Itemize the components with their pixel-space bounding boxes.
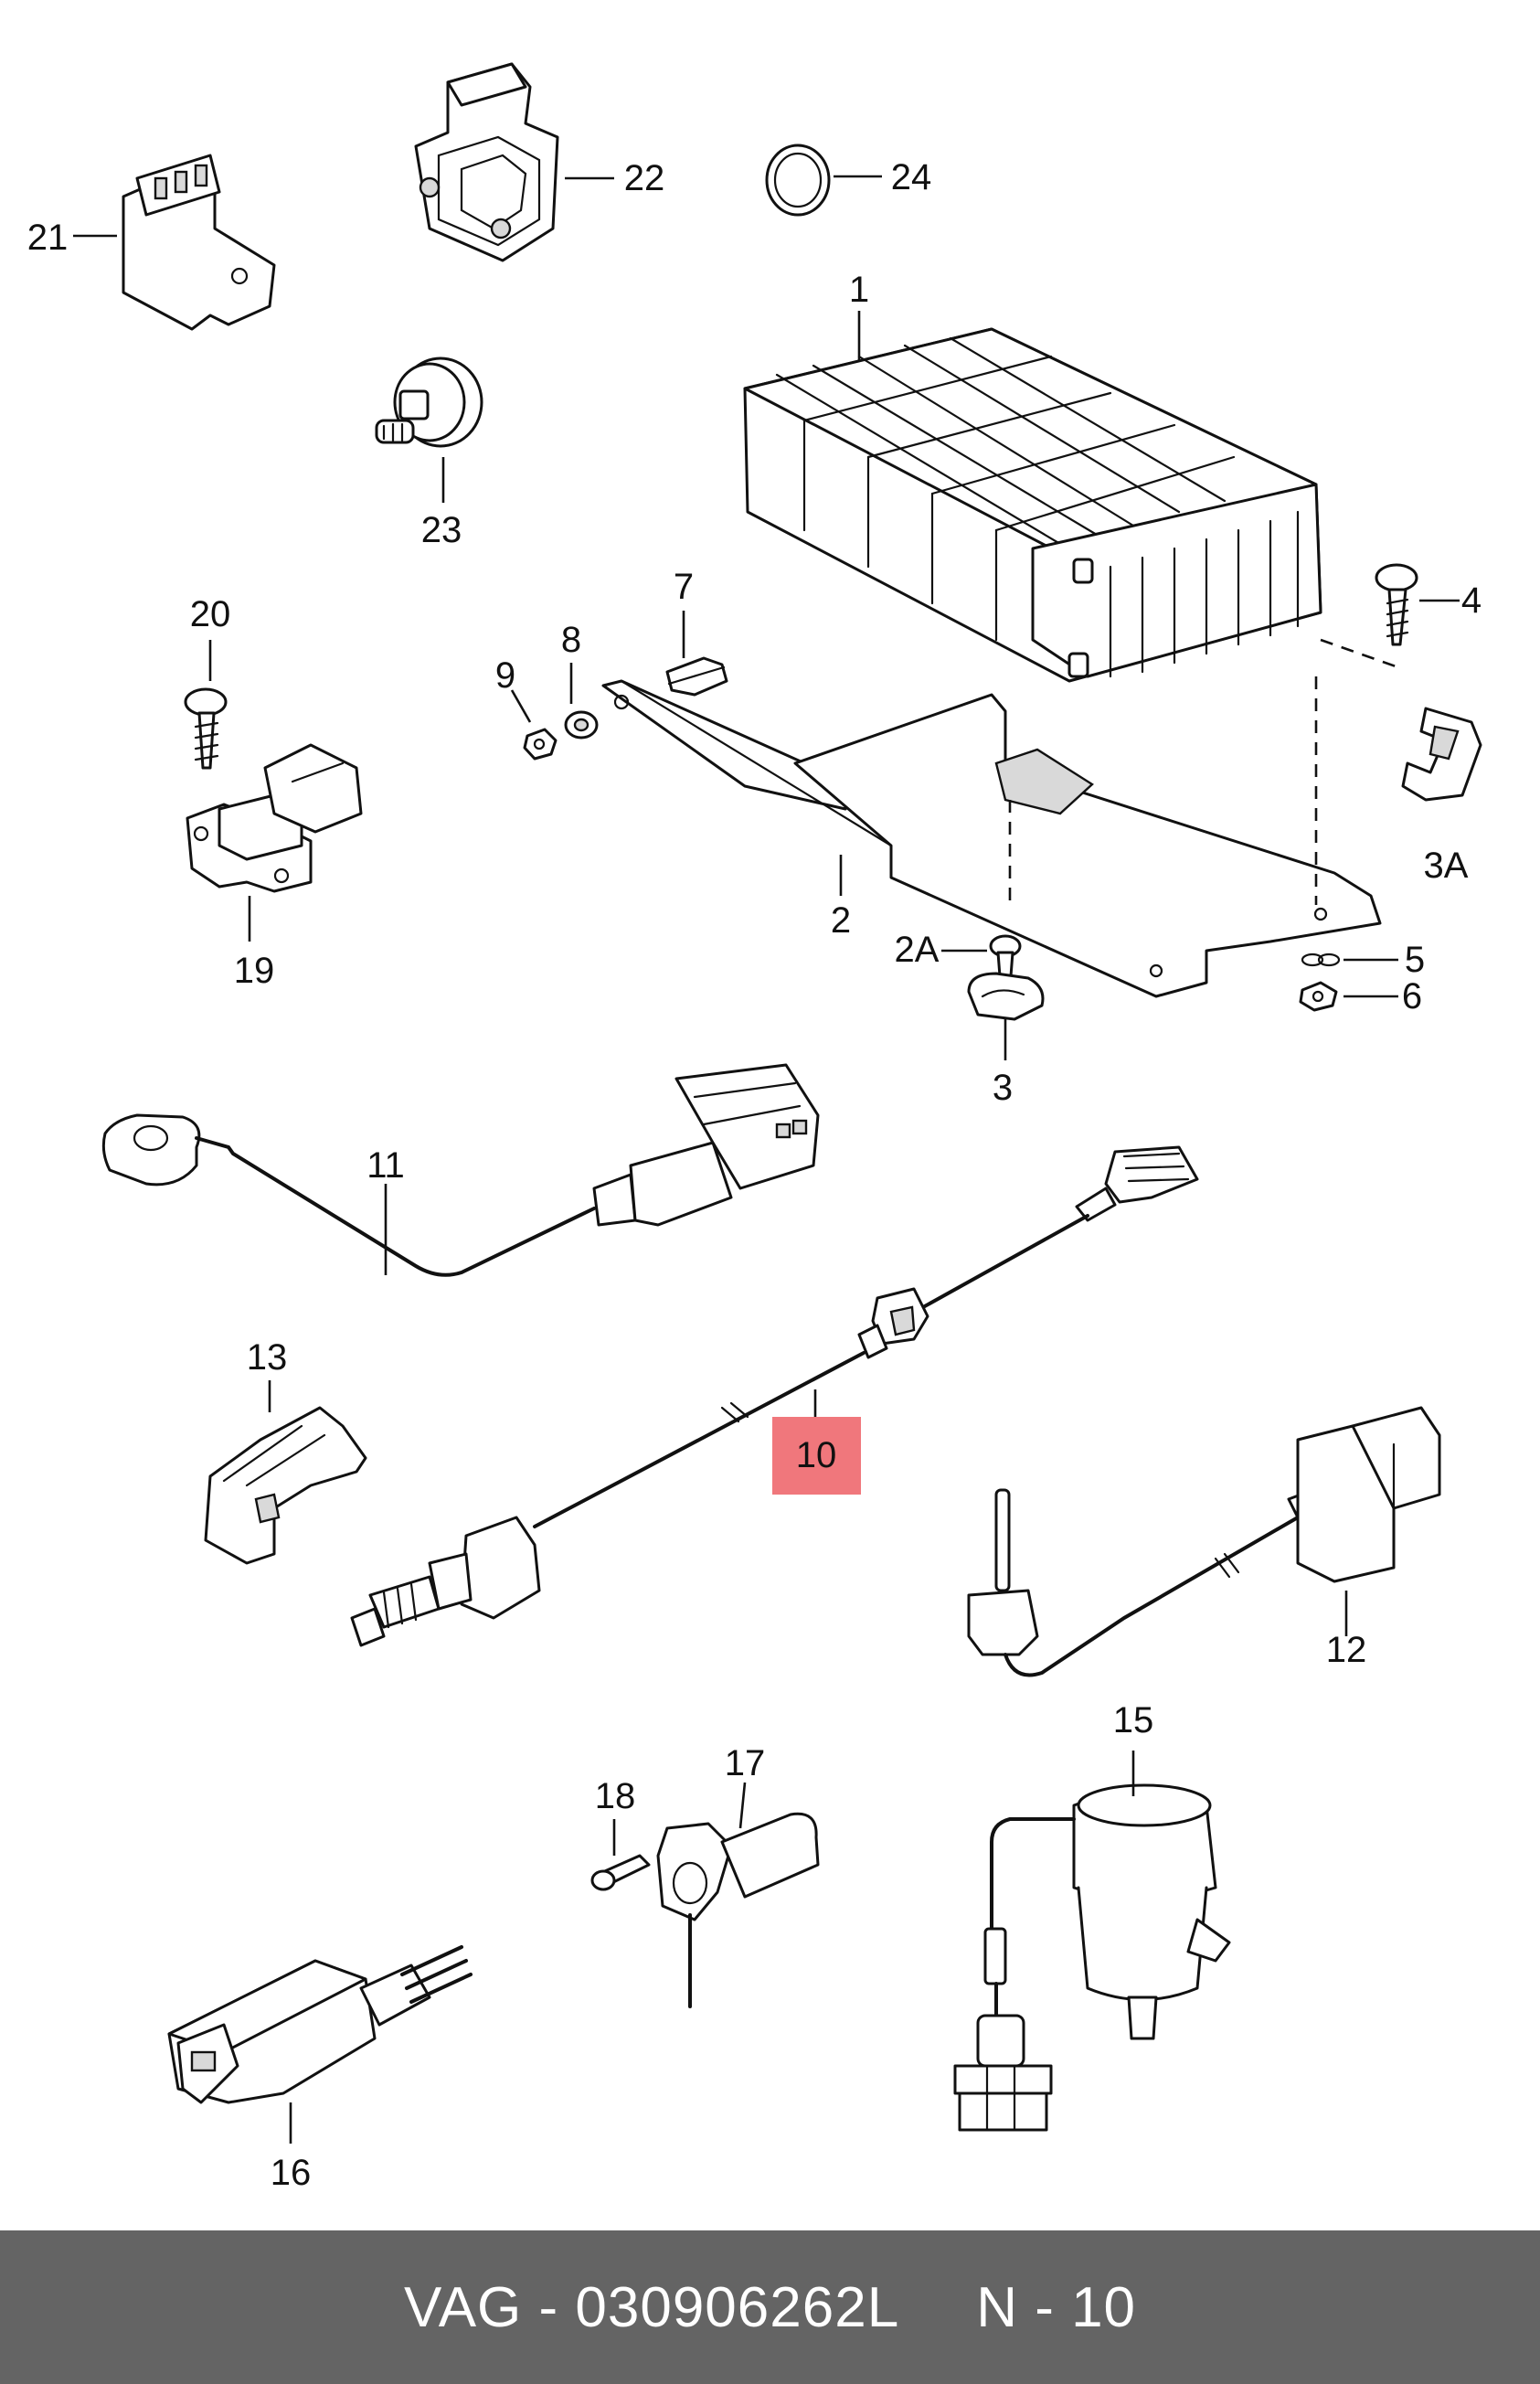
part-24-o-ring-drawing[interactable] (765, 144, 831, 217)
label-part-10[interactable]: 10 (796, 1435, 837, 1475)
part-17-crank-sensor-drawing[interactable] (656, 1812, 820, 2008)
part-8-washer-drawing[interactable] (564, 710, 599, 740)
part-7-bolt-drawing[interactable] (665, 656, 728, 697)
part-12-sensor-drawing[interactable] (967, 1406, 1441, 1677)
label-part-13[interactable]: 13 (247, 1337, 288, 1378)
label-part-18[interactable]: 18 (595, 1776, 636, 1816)
leader-17 (738, 1782, 747, 1829)
part-2A-pin-drawing[interactable] (989, 934, 1022, 978)
label-part-5[interactable]: 5 (1405, 940, 1425, 980)
label-part-11[interactable]: 11 (366, 1145, 405, 1186)
part-21-connector-drawing[interactable] (122, 154, 276, 331)
label-part-9[interactable]: 9 (495, 655, 515, 696)
part-10-oxygen-sensor-drawing[interactable] (350, 1145, 1199, 1647)
label-part-2[interactable]: 2 (831, 900, 851, 941)
part-9-nut-drawing[interactable] (523, 728, 558, 761)
label-part-3[interactable]: 3 (993, 1068, 1013, 1108)
leader-9 (510, 689, 532, 723)
part-5-washer-drawing[interactable] (1301, 953, 1341, 967)
footer-part-number: VAG - 030906262L (403, 2275, 900, 2339)
label-part-12[interactable]: 12 (1326, 1630, 1367, 1670)
label-part-7[interactable]: 7 (674, 567, 694, 607)
label-part-17[interactable]: 17 (725, 1743, 766, 1783)
part-10-highlight-box (772, 1417, 861, 1495)
part-16-switch-drawing[interactable] (167, 1945, 473, 2104)
part-3A-clip-drawing[interactable] (1401, 707, 1482, 802)
label-part-16[interactable]: 16 (271, 2153, 312, 2193)
label-part-15[interactable]: 15 (1113, 1700, 1154, 1740)
footer-bar: VAG - 030906262L N - 10 (0, 2230, 1540, 2384)
parts-diagram: 1 2 2A 3 3A 4 5 6 7 8 9 10 11 12 13 15 1… (27, 62, 1482, 2193)
label-part-2A[interactable]: 2A (895, 930, 940, 970)
part-19-sensor-drawing[interactable] (186, 743, 363, 893)
part-22-sensor-drawing[interactable] (414, 62, 559, 262)
label-part-19[interactable]: 19 (234, 951, 275, 991)
part-6-nut-drawing[interactable] (1299, 981, 1338, 1012)
label-part-20[interactable]: 20 (190, 594, 231, 634)
label-part-4[interactable]: 4 (1461, 580, 1482, 621)
part-18-screw-drawing[interactable] (590, 1854, 651, 1891)
label-part-8[interactable]: 8 (561, 620, 581, 660)
part-11-sensor-drawing[interactable] (101, 1063, 820, 1277)
part-20-screw-drawing[interactable] (184, 687, 228, 770)
part-3-grommet-drawing[interactable] (967, 972, 1045, 1021)
label-part-24[interactable]: 24 (891, 157, 932, 197)
dashed-line-4 (1320, 638, 1399, 669)
part-2-bracket-drawing[interactable] (601, 679, 1382, 998)
label-part-6[interactable]: 6 (1402, 976, 1422, 1016)
label-part-23[interactable]: 23 (421, 510, 462, 550)
label-part-22[interactable]: 22 (624, 158, 665, 198)
part-23-valve-drawing[interactable] (375, 357, 483, 448)
part-4-screw-drawing[interactable] (1375, 563, 1418, 646)
label-part-1[interactable]: 1 (849, 270, 869, 310)
part-15-pump-drawing[interactable] (953, 1783, 1231, 2132)
part-13-clip-drawing[interactable] (204, 1406, 367, 1565)
part-1-canister-drawing[interactable] (743, 327, 1322, 683)
label-part-3A[interactable]: 3A (1424, 846, 1469, 886)
label-part-21[interactable]: 21 (27, 218, 69, 258)
footer-position: N - 10 (976, 2275, 1137, 2339)
